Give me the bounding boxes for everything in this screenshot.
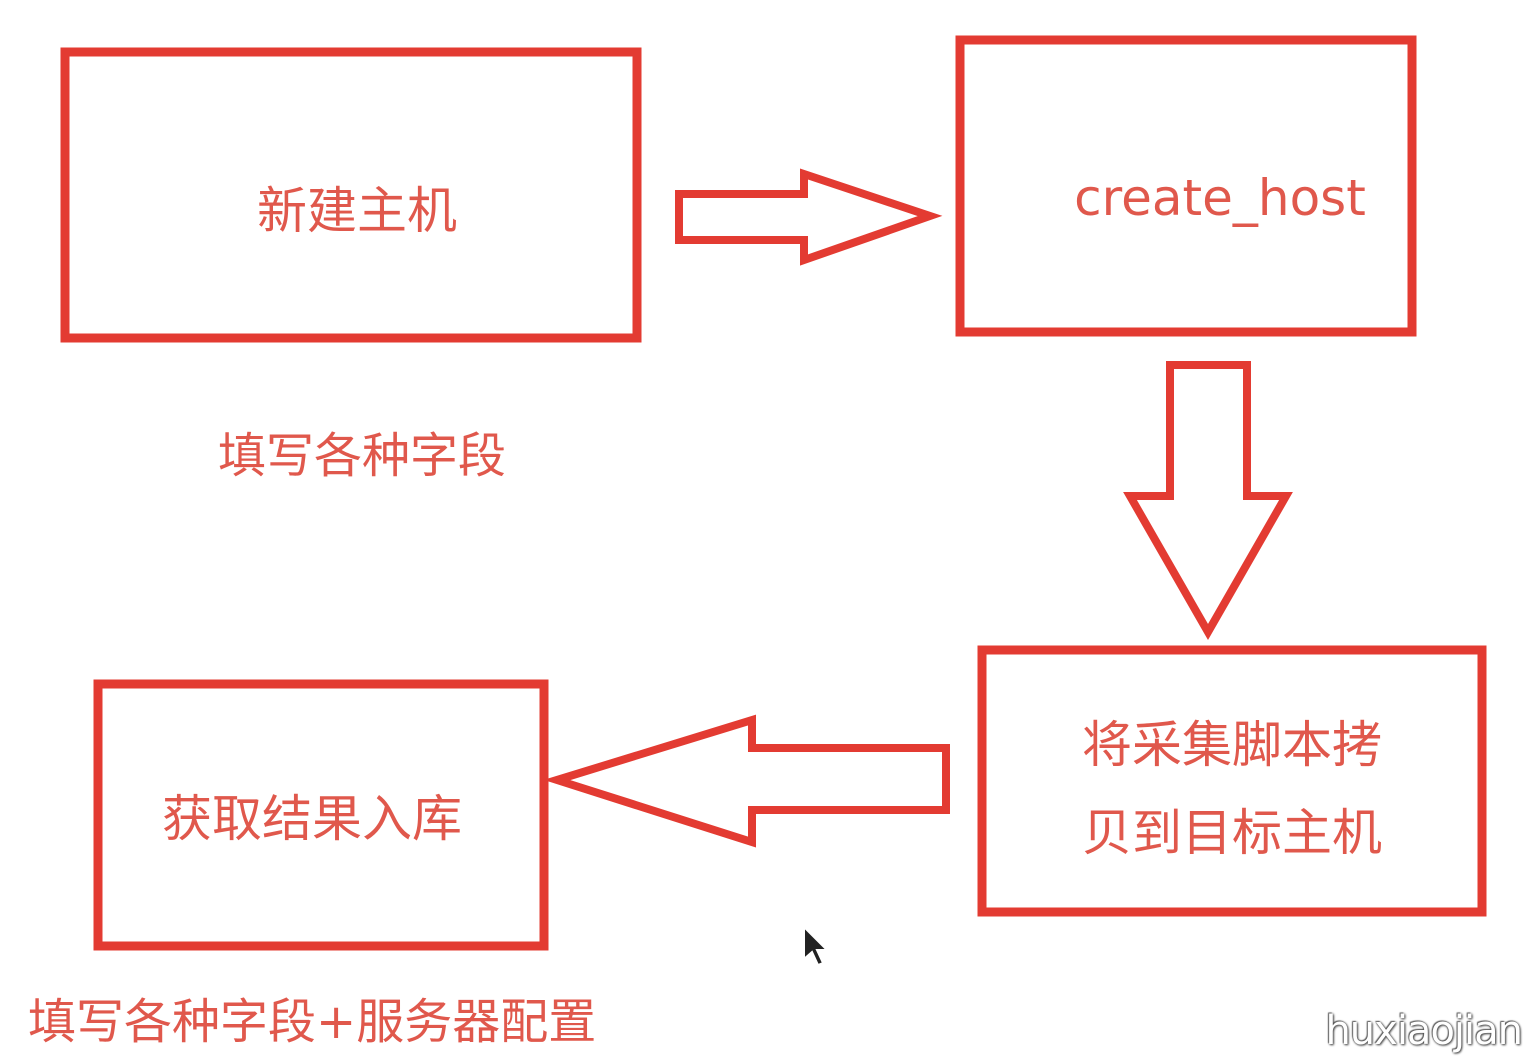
node-create-host-box <box>955 35 1417 337</box>
node-store-result-box <box>93 679 549 951</box>
node-copy-script-label-line1: 将采集脚本拷 <box>1082 716 1382 774</box>
mouse-cursor-icon <box>803 925 830 967</box>
arrow-down <box>1123 361 1293 641</box>
arrow-left <box>543 714 950 848</box>
node-store-result-label: 获取结果入库 <box>162 790 462 848</box>
node-copy-script-label-line2: 贝到目标主机 <box>1082 804 1382 862</box>
note-fill-fields-server: 填写各种字段+服务器配置 <box>28 994 596 1050</box>
node-copy-script-box <box>977 645 1487 917</box>
node-new-host-label: 新建主机 <box>257 182 457 240</box>
arrow-right <box>675 168 943 266</box>
note-fill-fields: 填写各种字段 <box>218 428 506 484</box>
node-new-host-box <box>60 47 642 343</box>
node-create-host-label: create_host <box>1074 169 1366 227</box>
watermark: huxiaojian <box>1325 1008 1523 1054</box>
